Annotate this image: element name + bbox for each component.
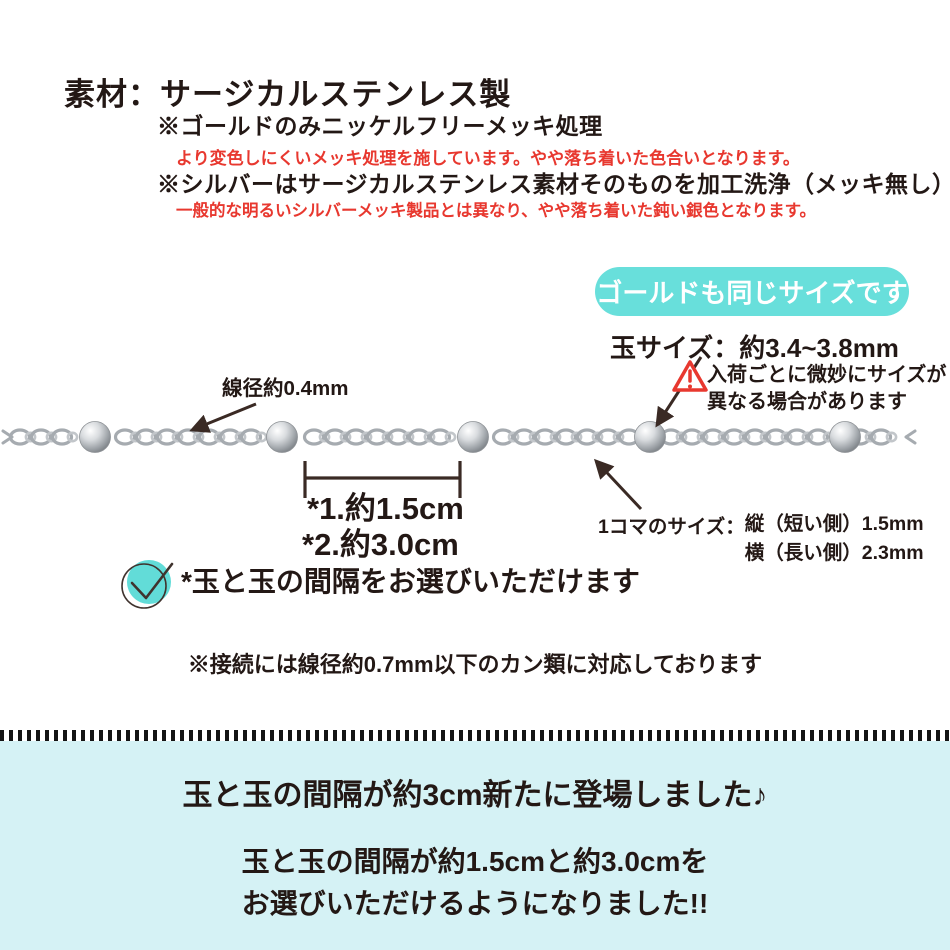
announcement-headline: 玉と玉の間隔が約3cm新たに登場しました♪ <box>182 779 768 812</box>
link-size-label: 1コマのサイズ： <box>598 516 745 538</box>
silver-note: ※シルバーはサージカルステンレス素材そのものを加工洗浄（メッキ無し） <box>157 171 950 197</box>
material-title: 素材：サージカルステンレス製 <box>64 77 512 112</box>
warning-text: 入荷ごとに微妙にサイズが 異なる場合があります <box>707 364 947 413</box>
badge-label: ゴールドも同じサイズです <box>596 278 908 308</box>
wire-diameter-arrow <box>189 402 257 433</box>
connection-note: ※接続には線径約0.7mm以下のカン類に対応しております <box>187 652 763 677</box>
check-circle-icon <box>121 560 174 609</box>
chain-links <box>8 428 898 446</box>
wire-diameter-label: 線径約0.4mm <box>222 377 349 400</box>
warning-arrow <box>655 356 703 428</box>
silver-note-detail: 一般的な明るいシルバーメッキ製品とは異なり、やや落ち着いた鈍い銀色となります。 <box>176 202 817 220</box>
warning-triangle-icon <box>672 360 708 392</box>
gold-note-detail: より変色しにくいメッキ処理を施しています。やや落ち着いた色合いとなります。 <box>176 149 800 168</box>
announcement-line1: 玉と玉の間隔が約1.5cmと約3.0cmを <box>241 846 709 877</box>
link-size-horizontal: 横（長い側）2.3mm <box>744 542 924 564</box>
chain-ends <box>1 429 917 445</box>
interval-option-2: *2.約3.0cm <box>302 527 459 562</box>
link-size-note: 1コマのサイズ： 縦（短い側）1.5mm 横（長い側）2.3mm <box>598 510 924 568</box>
dotted-divider <box>0 730 950 741</box>
interval-selectable-note: *玉と玉の間隔をお選びいただけます <box>181 566 640 597</box>
gold-note: ※ゴールドのみニッケルフリーメッキ処理 <box>157 113 603 139</box>
chain-beads <box>79 421 861 453</box>
announcement-background <box>0 741 950 950</box>
link-size-arrow <box>593 458 643 511</box>
gold-same-size-badge: ゴールドも同じサイズです <box>595 267 909 316</box>
ball-size-text: 玉サイズ：約3.4~3.8mm <box>610 333 899 363</box>
link-size-vertical: 縦（短い側）1.5mm <box>744 513 924 535</box>
announcement-line2: お選びいただけるようになりました!! <box>241 888 709 919</box>
